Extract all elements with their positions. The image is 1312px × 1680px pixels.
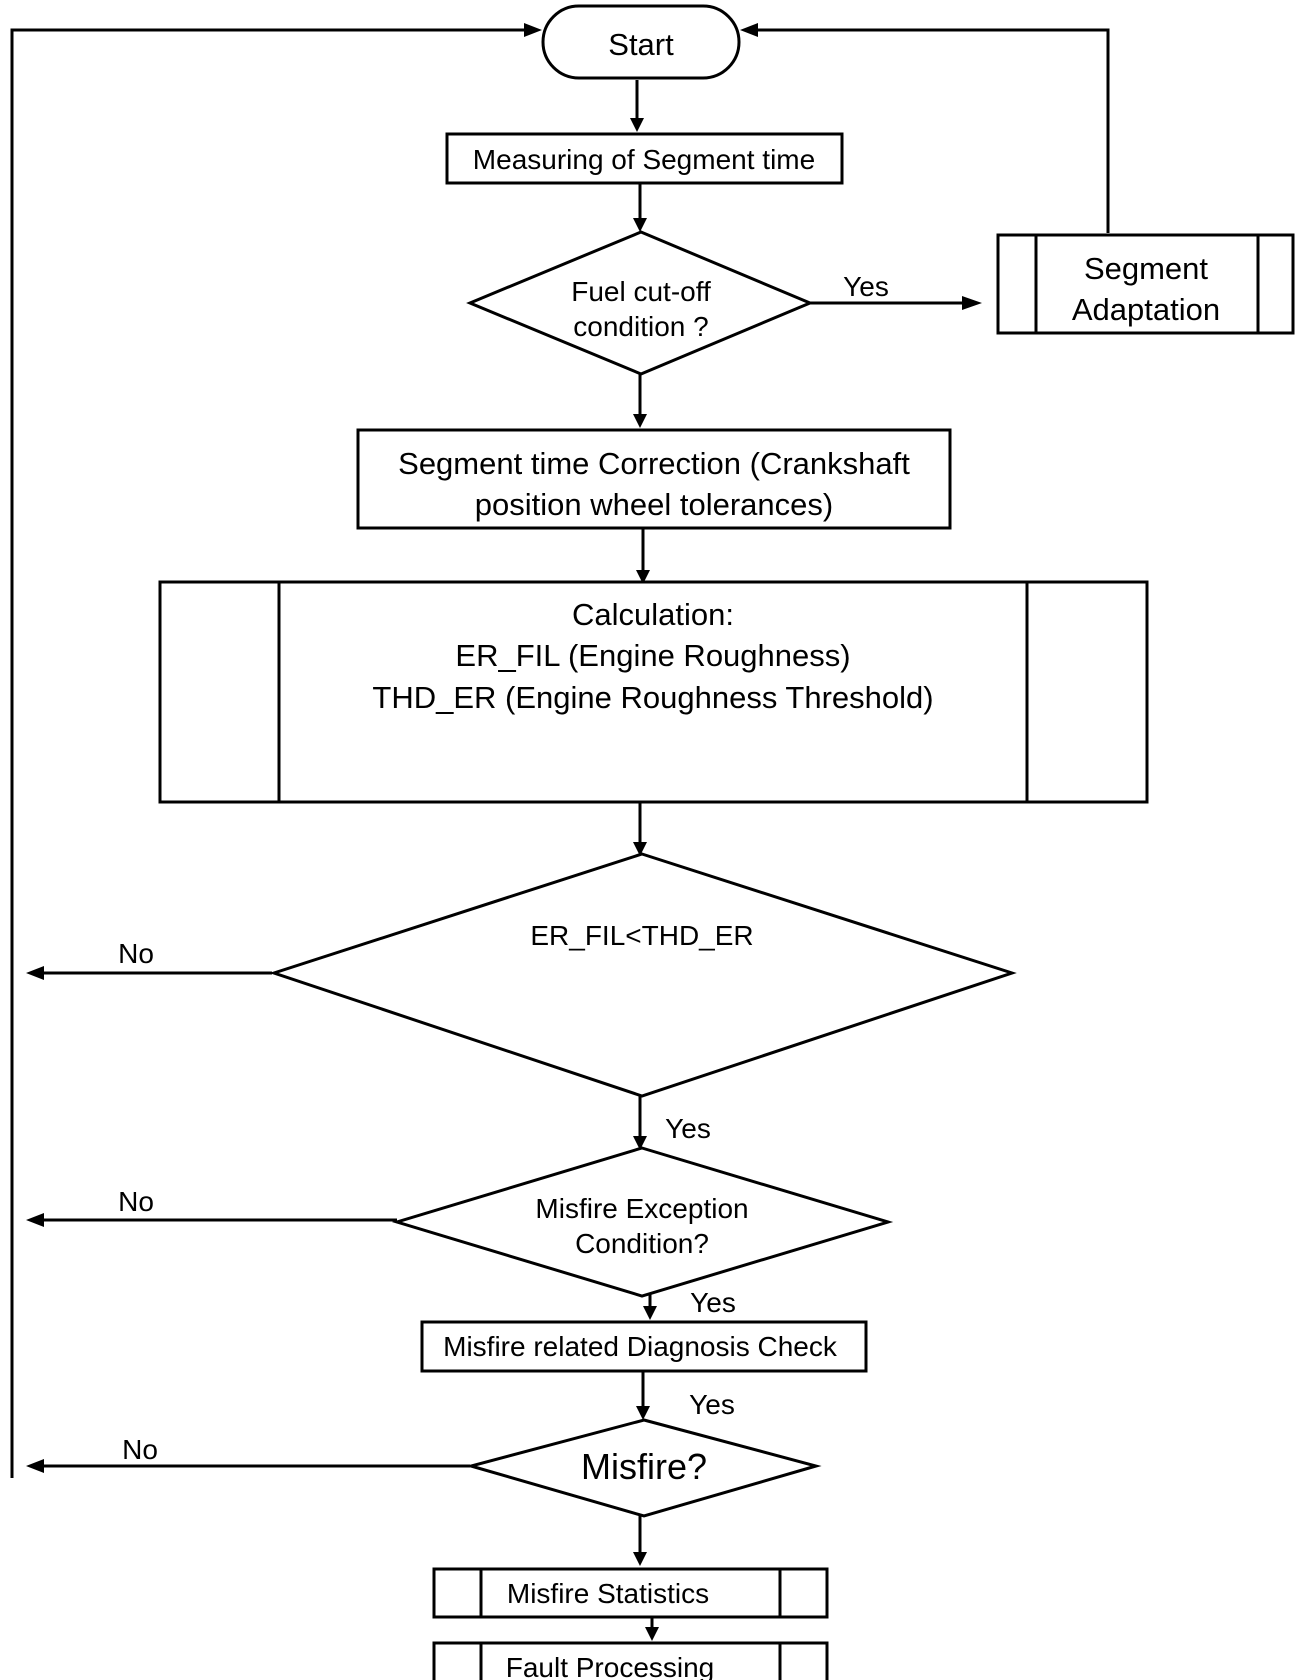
misfire-statistics-process: Misfire Statistics bbox=[432, 1567, 829, 1619]
diagnosis-check-process: Misfire related Diagnosis Check bbox=[420, 1320, 868, 1373]
fuel-yes-label: Yes bbox=[843, 271, 889, 302]
fuel-cutoff-label-1: Fuel cut-off bbox=[571, 276, 711, 307]
exception-no-label: No bbox=[118, 1186, 154, 1217]
calculation-label-2: ER_FIL (Engine Roughness) bbox=[455, 638, 850, 673]
start-label: Start bbox=[608, 27, 674, 62]
check-yes-label: Yes bbox=[689, 1389, 735, 1420]
connectors bbox=[10, 28, 1110, 1630]
calculation-process: Calculation: ER_FIL (Engine Roughness) T… bbox=[158, 580, 1149, 804]
segment-adaptation-label-2: Adaptation bbox=[1072, 292, 1220, 327]
exception-yes-label: Yes bbox=[690, 1287, 736, 1318]
er-compare-label: ER_FIL<THD_ER bbox=[530, 920, 753, 951]
er-no-label: No bbox=[118, 938, 154, 969]
misfire-decision: Misfire? bbox=[465, 1418, 822, 1518]
measuring-label: Measuring of Segment time bbox=[473, 144, 815, 175]
misfire-exception-label-2: Condition? bbox=[575, 1228, 709, 1259]
start-node: Start bbox=[541, 4, 741, 80]
calculation-label-3: THD_ER (Engine Roughness Threshold) bbox=[372, 680, 933, 715]
fuel-cutoff-decision: Fuel cut-off condition ? bbox=[466, 230, 814, 376]
calculation-label-1: Calculation: bbox=[572, 597, 734, 632]
segment-correction-process: Segment time Correction (Crankshaft posi… bbox=[356, 428, 952, 530]
measuring-process: Measuring of Segment time bbox=[445, 132, 844, 185]
segment-adaptation-process: Segment Adaptation bbox=[996, 233, 1295, 335]
er-yes-label: Yes bbox=[665, 1113, 711, 1144]
misfire-label: Misfire? bbox=[581, 1446, 707, 1487]
misfire-no-label: No bbox=[122, 1434, 158, 1465]
misfire-statistics-label: Misfire Statistics bbox=[507, 1578, 709, 1609]
misfire-exception-decision: Misfire Exception Condition? bbox=[391, 1146, 894, 1298]
fault-processing-label: Fault Processing bbox=[506, 1652, 715, 1680]
arrowheads bbox=[26, 23, 982, 1641]
segment-correction-label-2: position wheel tolerances) bbox=[475, 487, 833, 522]
misfire-exception-label-1: Misfire Exception bbox=[535, 1193, 748, 1224]
segment-adaptation-label-1: Segment bbox=[1084, 251, 1208, 286]
fault-processing-process: Fault Processing bbox=[432, 1641, 829, 1680]
fuel-cutoff-label-2: condition ? bbox=[573, 311, 708, 342]
er-compare-decision: ER_FIL<THD_ER bbox=[269, 852, 1017, 1098]
diagnosis-check-label: Misfire related Diagnosis Check bbox=[443, 1331, 838, 1362]
segment-correction-label-1: Segment time Correction (Crankshaft bbox=[398, 446, 910, 481]
